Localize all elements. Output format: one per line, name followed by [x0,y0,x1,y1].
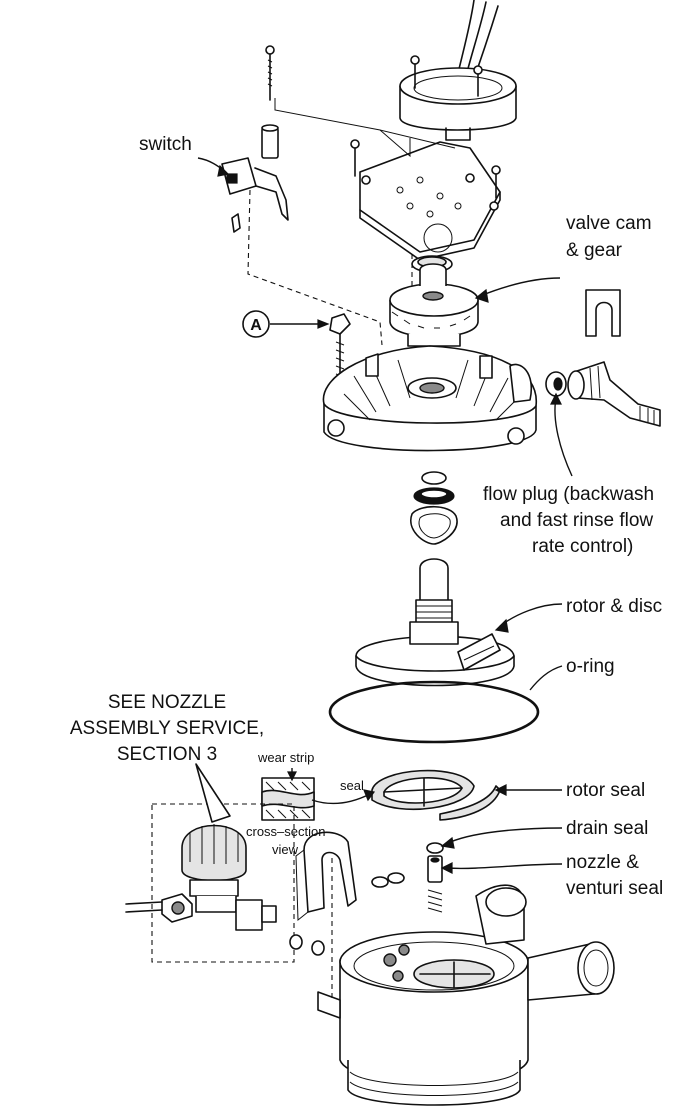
label-see-nozzle-2: ASSEMBLY SERVICE, [70,718,264,739]
rotor-disc-arrow [494,618,509,633]
label-switch: switch [139,134,192,155]
switch-guide-line [247,189,383,346]
flow-plug-arrow [550,392,562,405]
label-nozzle-venturi-2: venturi seal [566,878,663,899]
flow-plug [545,371,567,397]
motor-screws [265,45,483,101]
drain-seal-leader [445,827,563,845]
switch-bracket [274,98,456,158]
label-flow-plug-2: and fast rinse flow [500,510,653,531]
mounting-plate [359,141,501,261]
valve-cover [322,345,537,452]
cover-seals [410,471,458,545]
o-ring-part [328,680,540,744]
plate-screws [350,139,501,199]
nozzle-venturi-seals [371,855,443,913]
label-flow-plug-3: rate control) [532,536,633,557]
label-see-nozzle-3: SECTION 3 [117,744,217,765]
label-seal: seal [340,778,364,793]
drain-elbow [567,361,661,427]
label-rotor-disc: rotor & disc [566,596,662,617]
valve-cam-arrow [474,288,489,303]
label-nozzle-venturi-1: nozzle & [566,852,639,873]
label-drain-seal: drain seal [566,818,648,839]
drain-seal-part [426,842,444,854]
nozzle-assembly-group [125,763,295,963]
callout-a-label: A [250,317,262,334]
switch-part [221,157,289,233]
rotor-disc-leader [499,603,563,627]
valve-cam-gear [389,263,479,347]
pointer-triangle [195,763,231,823]
label-cross-section-2: view [272,842,299,857]
nozzle-venturi-arrow [440,862,453,874]
label-rotor-seal: rotor seal [566,780,645,801]
switch-arrow [217,164,230,177]
valve-cam-leader [479,277,561,297]
elbow-clip [585,289,621,337]
drain-seal-arrow [440,836,455,849]
label-see-nozzle-1: SEE NOZZLE [108,692,226,713]
label-valve-cam-2: & gear [566,240,623,261]
flow-plug-leader [554,397,573,477]
label-cross-section-1: cross–section [246,824,325,839]
valve-clip [295,831,357,922]
callout-a: A [242,310,330,338]
label-flow-plug-1: flow plug (backwash [483,484,654,505]
nozzle-venturi-leader [445,863,563,870]
spacer-sleeve [261,124,279,159]
rotor-disc [355,558,515,687]
valve-body [317,858,615,1106]
motor [399,67,517,141]
label-wear-strip: wear strip [257,750,314,765]
nozzle-o-rings [289,934,325,956]
rotor-seal-arrow [494,784,507,796]
label-valve-cam-1: valve cam [566,213,652,234]
rotor-seal-part [371,769,501,821]
label-o-ring: o-ring [566,656,615,677]
cross-section-inset [261,768,376,821]
o-ring-leader [529,665,563,691]
